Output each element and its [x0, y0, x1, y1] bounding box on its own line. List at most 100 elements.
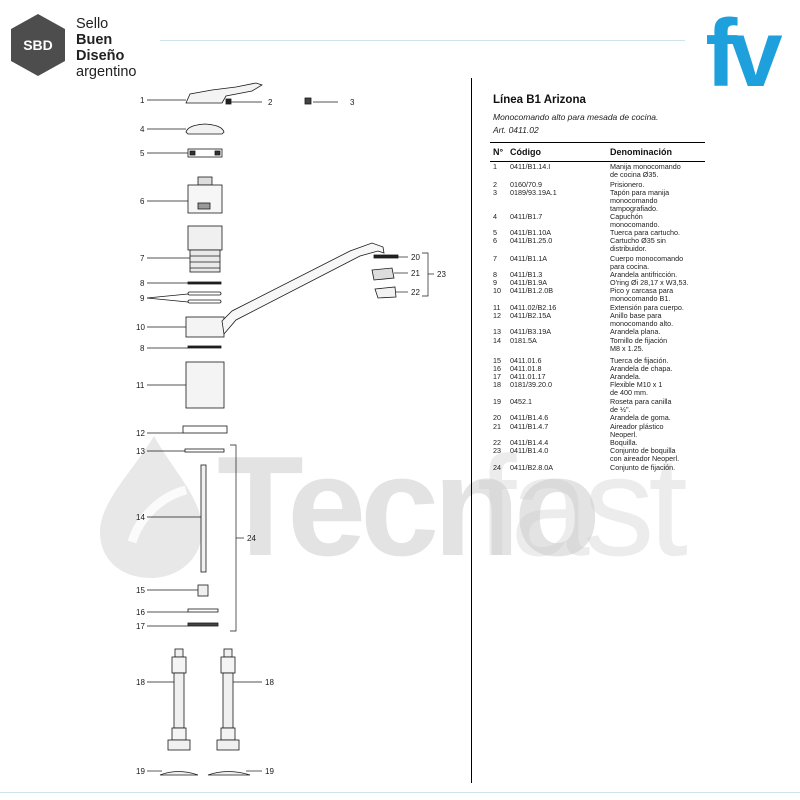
callout-23: 23 — [437, 270, 446, 279]
row-code: 0411/B1.14.I — [510, 162, 551, 171]
part-spout — [221, 242, 385, 335]
row-number: 5 — [493, 228, 497, 237]
sbd-line-2: Buen — [76, 32, 113, 48]
callout-22: 22 — [411, 288, 420, 297]
row-number: 22 — [493, 438, 501, 447]
row-description-line: para cocina. — [610, 261, 650, 271]
row-number: 20 — [493, 413, 501, 422]
watermark-tecno: Tecno — [217, 427, 601, 586]
row-code: 0411/B1.4.4 — [510, 438, 549, 447]
row-code: 0411/B1.25.0 — [510, 236, 553, 245]
callout-8: 8 — [140, 279, 145, 288]
part-fixing-nut — [197, 584, 209, 597]
row-code: 0411/B1.9A — [510, 277, 548, 287]
row-description-line: Extensión para cuerpo. — [610, 302, 684, 312]
callout-12: 12 — [136, 429, 145, 438]
row-description: Arandela antifricción. — [610, 269, 710, 279]
row-description: Arandela plana. — [610, 327, 710, 336]
part-cartridge — [197, 176, 213, 186]
sbd-title: Sello Buen Diseño argentino — [76, 16, 136, 80]
row-code: 0411/B2.15A — [510, 310, 552, 320]
row-description: Arandela. — [610, 371, 710, 381]
row-code: 0181.5A — [510, 335, 537, 345]
row-description-line: Pico y carcasa para — [610, 286, 674, 295]
row-number: 15 — [493, 355, 501, 365]
row-description: Tuerca de fijación. — [610, 356, 710, 365]
row-code: 0411/B1.4.6 — [510, 413, 549, 422]
callout-17: 17 — [136, 622, 145, 631]
row-code: 0411.01.6 — [510, 355, 542, 365]
row-number: 18 — [493, 380, 501, 389]
row-number: 6 — [493, 236, 497, 245]
part-plate-washer — [187, 608, 219, 613]
callout-1: 1 — [140, 96, 145, 105]
row-number: 16 — [493, 363, 501, 373]
row-number: 24 — [493, 462, 501, 472]
row-number: 2 — [493, 179, 497, 189]
row-description-line: Tapón para manija — [610, 187, 670, 197]
row-code: 0411/B1.7 — [510, 211, 543, 221]
row-number: 13 — [493, 327, 501, 336]
callout-11: 11 — [136, 381, 145, 390]
callout-8b: 8 — [140, 344, 145, 353]
row-description-line: M8 x 1.25. — [610, 343, 644, 353]
callout-19a: 19 — [136, 767, 145, 776]
callout-5: 5 — [140, 149, 145, 158]
row-code: 0181/39.20.0 — [510, 380, 552, 389]
callout-14: 14 — [136, 513, 145, 522]
row-code: 0411/B2.8.0A — [510, 462, 554, 472]
row-code: 0411/B1.10A — [510, 228, 552, 237]
part-cap-plug — [304, 97, 312, 105]
leader-lines — [146, 99, 434, 772]
part-washer-lower — [187, 345, 222, 349]
part-housing — [185, 316, 225, 338]
row-description: Boquilla. — [610, 438, 710, 447]
callout-24: 24 — [247, 534, 256, 543]
row-description: Conjunto de fijación. — [610, 463, 710, 472]
row-code: 0411.01.8 — [510, 363, 542, 373]
row-number: 7 — [493, 253, 497, 263]
row-description-line: Arandela. — [610, 371, 641, 381]
row-description-line: Cuerpo monocomando — [610, 253, 684, 263]
callout-6: 6 — [140, 197, 145, 206]
row-number: 1 — [493, 162, 497, 171]
row-description: Extensión para cuerpo. — [610, 302, 710, 312]
row-code: 0411/B3.19A — [510, 327, 552, 336]
callout-2: 2 — [268, 98, 273, 107]
part-nozzle — [374, 286, 397, 299]
row-number: 11 — [493, 302, 501, 312]
row-description-line: con aireador Neoperl. — [610, 454, 680, 464]
row-number: 12 — [493, 310, 501, 320]
row-code: 0411/B1.2.0B — [510, 286, 554, 295]
row-code: 0411/B1.4.0 — [510, 446, 549, 455]
row-description-line: Anillo base para — [610, 310, 662, 320]
row-description-line: monocomando. — [610, 219, 660, 229]
row-description-line: de cocina Ø35. — [610, 170, 659, 180]
row-number: 9 — [493, 277, 497, 287]
part-rubber-washer — [373, 254, 399, 259]
callout-7: 7 — [140, 254, 145, 263]
row-description-line: Flexible M10 x 1 — [610, 380, 663, 389]
row-description-line: distribuidor. — [610, 244, 647, 254]
panel-article: Art. 0411.02 — [493, 125, 539, 135]
part-rosette-right — [207, 771, 251, 776]
parts-panel: Línea B1 Arizona Monocomando alto para m… — [490, 94, 705, 471]
part-fixing-screw — [200, 464, 207, 573]
panel-rule — [490, 142, 705, 143]
sbd-line-4: argentino — [76, 64, 137, 80]
sbd-line-1: Sello — [76, 16, 109, 32]
row-number: 17 — [493, 371, 501, 381]
part-handle — [185, 82, 263, 104]
row-description-line: Arandela antifricción. — [610, 269, 678, 279]
row-number: 8 — [493, 269, 497, 279]
row-description-line: de ½". — [610, 404, 631, 414]
